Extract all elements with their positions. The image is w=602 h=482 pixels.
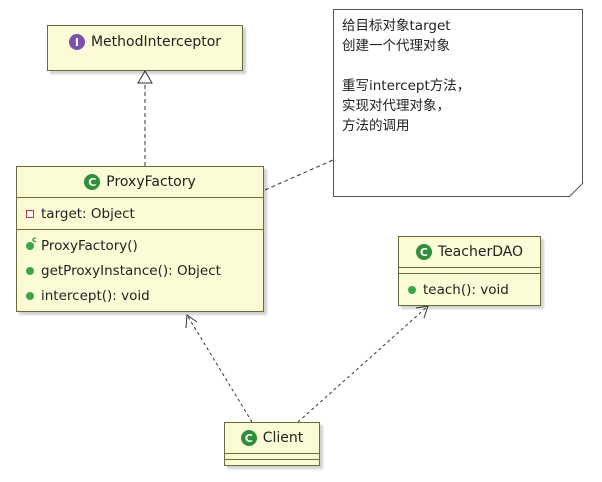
note-fold-icon xyxy=(569,183,584,198)
client-proxyfactory-dependency xyxy=(186,314,253,423)
method-row: getProxyInstance(): Object xyxy=(17,258,263,283)
client-header: C Client xyxy=(225,423,319,454)
proxyfactory-class[interactable]: C ProxyFactory target: Object c ProxyFac… xyxy=(16,166,264,312)
client-class[interactable]: C Client xyxy=(224,422,320,466)
note-link-line xyxy=(264,159,334,191)
note-line: 给目标对象target xyxy=(342,18,451,34)
note-line xyxy=(342,56,574,76)
note[interactable]: 给目标对象target 创建一个代理对象 重写intercept方法， 实现对代… xyxy=(333,9,583,197)
constructor-icon: c xyxy=(26,235,37,250)
teacherdao-name: TeacherDAO xyxy=(437,244,524,260)
realization-arrowhead xyxy=(137,70,153,84)
field-row: target: Object xyxy=(17,201,263,226)
note-line: 方法的调用 xyxy=(342,118,410,134)
proxyfactory-methods: c ProxyFactory() getProxyInstance(): Obj… xyxy=(17,230,263,311)
methodinterceptor-name: MethodInterceptor xyxy=(90,34,222,50)
method-teach: teach(): void xyxy=(423,281,509,298)
class-icon: C xyxy=(240,430,257,446)
teacherdao-methods: teach(): void xyxy=(399,274,540,305)
methodinterceptor-interface[interactable]: I MethodInterceptor xyxy=(47,25,243,71)
interface-icon: I xyxy=(68,34,85,50)
method-getproxyinstance: getProxyInstance(): Object xyxy=(41,262,221,279)
method-constructor: ProxyFactory() xyxy=(41,237,138,254)
note-line: 实现对代理对象， xyxy=(342,98,450,114)
public-method-icon xyxy=(26,266,34,275)
client-fields xyxy=(225,454,319,460)
client-name: Client xyxy=(262,430,304,446)
client-proxyfactory-arrowhead xyxy=(185,314,198,329)
proxyfactory-fields: target: Object xyxy=(17,198,263,230)
note-line: 重写intercept方法， xyxy=(342,78,471,94)
proxyfactory-name: ProxyFactory xyxy=(106,174,196,190)
class-icon: C xyxy=(84,174,101,190)
teacherdao-class[interactable]: C TeacherDAO teach(): void xyxy=(398,236,541,306)
teacherdao-header: C TeacherDAO xyxy=(399,237,540,268)
method-row: intercept(): void xyxy=(17,283,263,308)
note-line: 创建一个代理对象 xyxy=(342,38,450,54)
public-method-icon xyxy=(408,285,416,294)
proxyfactory-header: C ProxyFactory xyxy=(17,167,263,198)
private-field-icon xyxy=(26,209,34,218)
client-methods xyxy=(225,460,319,465)
public-method-icon xyxy=(26,291,34,300)
client-teacherdao-arrowhead xyxy=(415,305,429,319)
field-target: target: Object xyxy=(41,205,135,222)
teacherdao-fields xyxy=(399,268,540,274)
method-intercept: intercept(): void xyxy=(41,287,150,304)
class-icon: C xyxy=(415,244,432,260)
methodinterceptor-header: I MethodInterceptor xyxy=(48,26,242,58)
method-row: c ProxyFactory() xyxy=(17,233,263,258)
client-teacherdao-dependency xyxy=(297,305,429,423)
method-row: teach(): void xyxy=(399,277,540,302)
